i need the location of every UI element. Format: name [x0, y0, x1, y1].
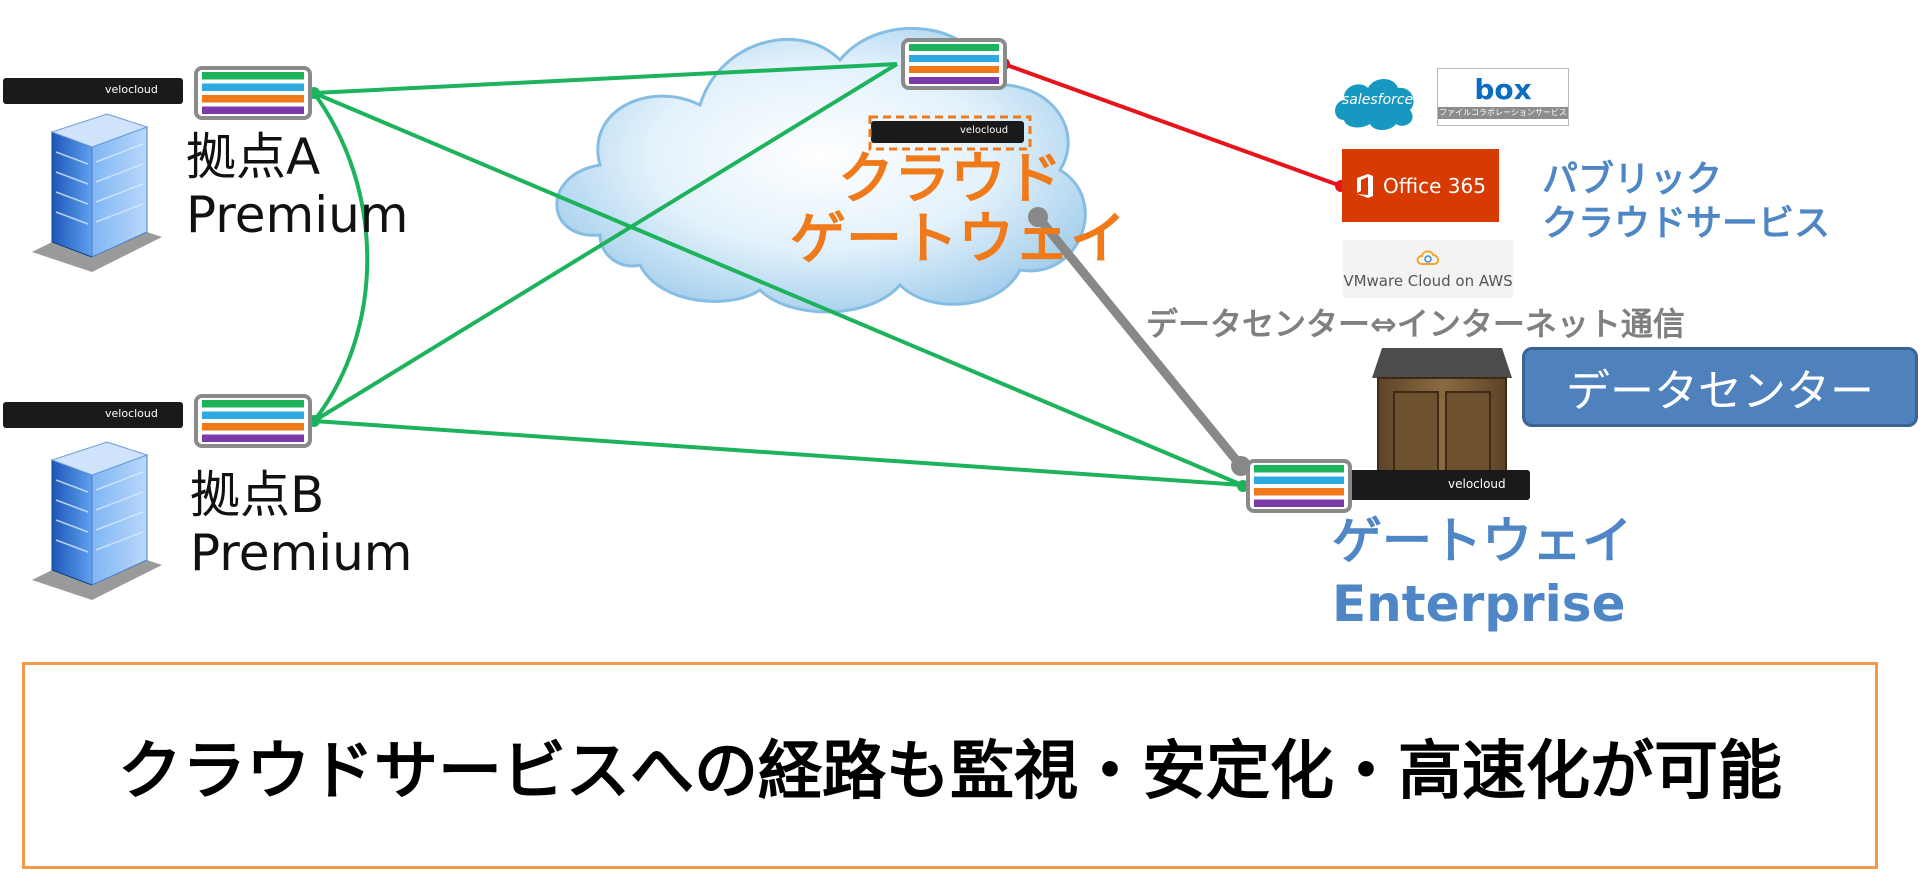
cloud-to-saas-link [1003, 62, 1342, 188]
enterprise-gateway-label: ゲートウェイ Enterprise [1332, 510, 1632, 636]
vmware-cloud-icon [1416, 250, 1439, 265]
office365-text: Office 365 [1383, 173, 1486, 198]
appliance-brand: velocloud [1448, 477, 1506, 491]
tunnel-band [202, 83, 304, 91]
site-a-name: 拠点A [186, 128, 321, 186]
enterprise-gateway-line1: ゲートウェイ [1332, 512, 1632, 570]
tunnel-band [909, 66, 999, 73]
overlay-link [313, 62, 898, 95]
tunnel-band [1254, 488, 1344, 496]
site-b-label: 拠点B Premium [190, 466, 413, 582]
tunnel-band [202, 72, 304, 80]
public-cloud-line1: パブリック [1542, 159, 1723, 200]
datacenter-link [1033, 212, 1246, 471]
tunnel-band [909, 55, 999, 62]
overlay-link [312, 62, 899, 423]
box-tagline: ファイルコラボレーションサービス [1438, 106, 1568, 119]
overlay-link [313, 419, 1243, 487]
vmware-cloud-text: VMware Cloud on AWS [1343, 272, 1513, 290]
appliance-brand: velocloud [105, 83, 158, 96]
office-building-icon [32, 441, 162, 600]
cloud-gateway-line1: クラウド [838, 147, 1062, 212]
site-a-label: 拠点A Premium [186, 128, 409, 244]
overlay-link [313, 91, 1243, 487]
cloud-gateway-label: クラウド ゲートウェイ [790, 147, 1126, 273]
site-a-edition: Premium [186, 185, 409, 244]
datacenter-label-box: データセンター [1522, 347, 1918, 427]
enterprise-gateway-line2: Enterprise [1332, 575, 1626, 633]
tunnel-band [909, 44, 999, 51]
tunnel-band [1254, 499, 1344, 507]
cloud-gateway-line2: ゲートウェイ [790, 207, 1126, 273]
box-text: box [1474, 72, 1532, 106]
office365-logo: Office 365 [1342, 149, 1499, 222]
tunnel-band [202, 411, 304, 419]
office-building-icon [32, 113, 162, 272]
multi-link-tunnel-icon [901, 38, 1007, 90]
datacenter-link-caption: データセンター⇔インターネット通信 [1146, 305, 1685, 343]
public-cloud-label: パブリック クラウドサービス [1542, 158, 1830, 246]
salesforce-logo: salesforce [1330, 72, 1418, 134]
cloud-gateway-highlight [868, 115, 1032, 151]
appliance-brand: velocloud [960, 125, 1009, 136]
tunnel-band [1254, 465, 1344, 473]
tunnel-band [202, 434, 304, 442]
cloud-icon [555, 26, 1087, 314]
link-endpoint-dot [1028, 207, 1048, 227]
datacenter-label: データセンター [1566, 366, 1874, 417]
velocloud-edge-appliance-icon [3, 78, 1530, 500]
vmware-cloud-logo: VMware Cloud on AWS [1343, 240, 1513, 298]
salesforce-cloud-icon [1335, 79, 1414, 130]
tunnel-band [909, 77, 999, 84]
office-icon [1357, 173, 1374, 198]
salesforce-text: salesforce [1342, 92, 1414, 108]
appliance-brand: velocloud [105, 407, 158, 420]
summary-banner: クラウドサービスへの経路も監視・安定化・高速化が可能 [22, 662, 1878, 869]
overlay-link [312, 91, 370, 423]
tunnel-band [202, 400, 304, 408]
site-b-edition: Premium [190, 523, 413, 582]
datacenter-building-icon [1372, 348, 1512, 477]
multi-link-tunnel-icon [1246, 459, 1352, 513]
tunnel-band [202, 423, 304, 431]
public-cloud-line2: クラウドサービス [1542, 202, 1831, 244]
multi-link-tunnel-icon [194, 66, 312, 120]
tunnel-band [202, 106, 304, 114]
tunnel-band [202, 95, 304, 103]
tunnel-band [1254, 476, 1344, 484]
summary-banner-text: クラウドサービスへの経路も監視・安定化・高速化が可能 [118, 734, 1782, 809]
multi-link-tunnel-icon [194, 394, 312, 448]
site-b-name: 拠点B [190, 466, 325, 524]
box-logo: box ファイルコラボレーションサービス [1437, 68, 1569, 126]
